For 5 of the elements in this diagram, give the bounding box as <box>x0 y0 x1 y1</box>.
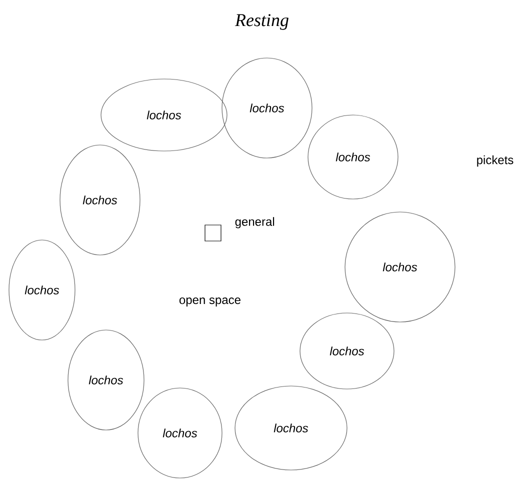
title: Resting <box>234 14 288 30</box>
label: open space <box>179 298 240 306</box>
square <box>204 224 222 242</box>
node-label: general <box>235 217 274 228</box>
label: pickets <box>477 155 514 167</box>
